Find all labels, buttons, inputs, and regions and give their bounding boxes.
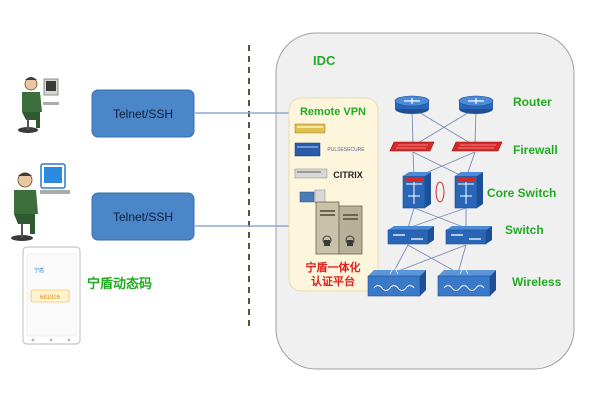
telnet-ssh-label-2: Telnet/SSH — [113, 210, 173, 224]
admin-user-2-icon — [11, 163, 70, 241]
citrix-appliance-icon — [294, 168, 328, 179]
firewall-1-icon — [389, 141, 435, 152]
phone-app-label: 宁盾动态码 — [87, 276, 152, 292]
wireless-1-icon — [367, 265, 426, 297]
layer-label-wireless: Wireless — [512, 275, 562, 289]
layer-label-switch: Switch — [505, 223, 544, 237]
router-2-icon — [458, 95, 494, 114]
admin-user-1-icon — [18, 77, 59, 133]
layer-label-core-switch: Core Switch — [487, 186, 556, 200]
layer-label-router: Router — [513, 95, 552, 109]
telnet-ssh-label-1: Telnet/SSH — [113, 107, 173, 121]
auth-platform-label-line1: 宁盾一体化 — [306, 260, 361, 274]
phone-device-icon — [22, 246, 81, 345]
layer-label-firewall: Firewall — [513, 143, 558, 157]
switch-2-icon — [445, 226, 492, 245]
pulse-secure-label: PULSESECURE — [327, 147, 365, 153]
vpn-panel-title: Remote VPN — [300, 106, 366, 118]
core-switch-2-icon — [454, 172, 483, 209]
core-switch-1-icon — [402, 172, 431, 209]
vpn-appliance-1-icon — [294, 123, 326, 134]
router-1-icon — [394, 95, 430, 114]
telnet-ssh-box-2 — [91, 192, 195, 241]
switch-1-icon — [387, 226, 434, 245]
auth-server-icon — [315, 201, 363, 255]
otp-code-box — [30, 289, 70, 303]
telnet-ssh-box-1 — [91, 89, 195, 138]
auth-platform-label-line2: 认证平台 — [311, 274, 355, 288]
phone-otp-code: 681926 — [40, 295, 61, 301]
phone-app-logo: 宁盾 — [34, 267, 44, 274]
pulse-secure-appliance-icon — [294, 142, 321, 157]
idc-title: IDC — [313, 53, 336, 68]
vpn-appliance-4-icon — [299, 189, 326, 204]
wireless-2-icon — [437, 265, 496, 297]
core-switch-cluster-link-icon — [435, 181, 445, 203]
citrix-label: CITRIX — [333, 170, 363, 180]
network-links — [392, 107, 477, 274]
firewall-2-icon — [451, 141, 503, 152]
